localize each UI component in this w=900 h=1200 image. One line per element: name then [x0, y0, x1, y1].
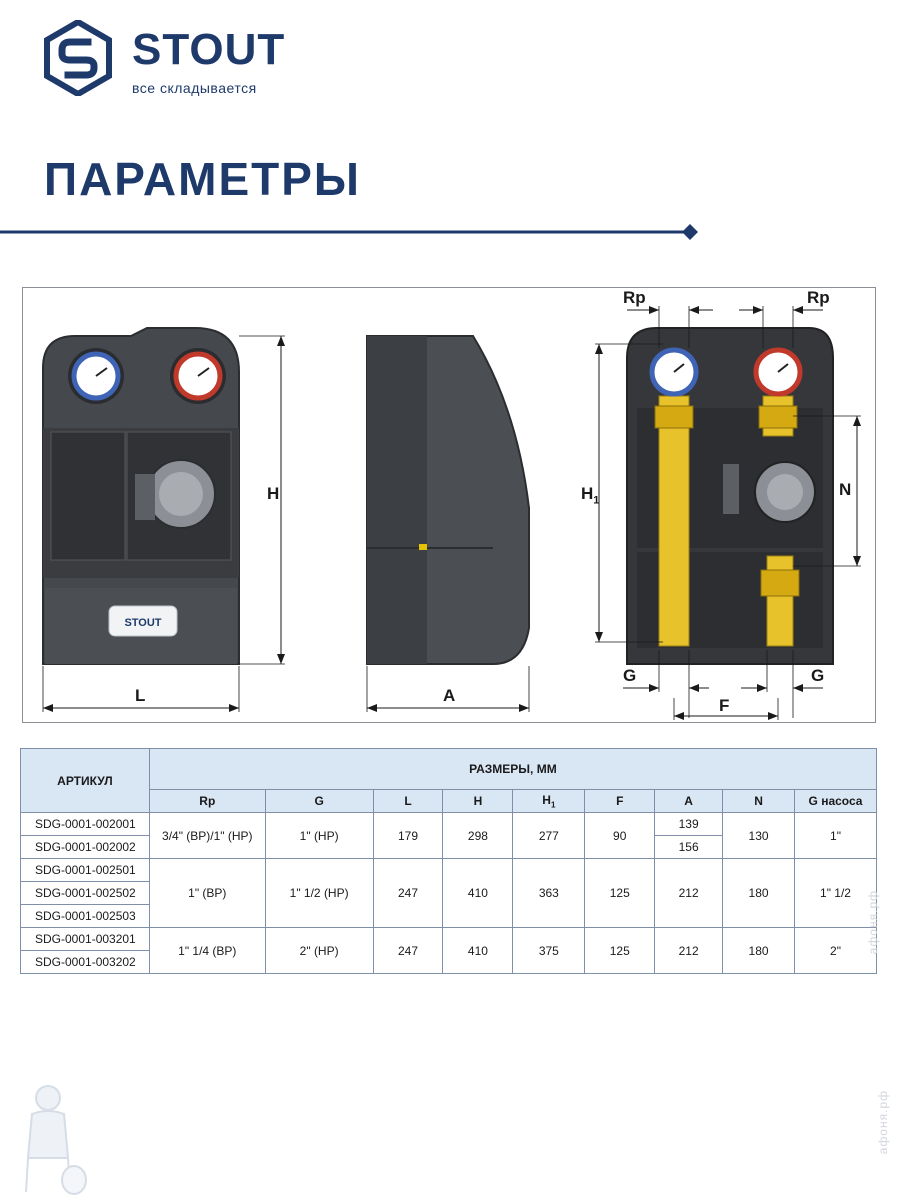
- mascot-watermark-icon: [25, 1085, 87, 1195]
- cell-a: 212: [654, 927, 724, 974]
- cell-g-pump: 2": [794, 927, 877, 974]
- drawing-canvas: STOUT: [42, 306, 861, 720]
- col-a: A: [654, 789, 724, 813]
- side-view: [366, 335, 530, 712]
- col-h1-sub: 1: [550, 800, 556, 810]
- cell-l: 179: [372, 812, 444, 859]
- table-row: SDG-0001-002503: [20, 904, 877, 928]
- dim-label-f: F: [719, 696, 730, 715]
- cell-h: 410: [442, 927, 514, 974]
- cell-rp: 1" (ВР): [148, 858, 266, 928]
- table-row: SDG-0001-002501 1" (ВР) 1" 1/2 (НР) 247 …: [20, 858, 877, 928]
- cell-g: 1" 1/2 (НР): [264, 858, 374, 928]
- cell-rp: 3/4" (ВР)/1" (НР): [148, 812, 266, 859]
- dim-label-h1-base: H: [581, 484, 594, 503]
- col-g: G: [264, 789, 374, 813]
- table-row: SDG-0001-002001 3/4" (ВР)/1" (НР) 1" (НР…: [20, 812, 877, 859]
- cell-n: 180: [722, 858, 795, 928]
- cell-h1: 375: [512, 927, 586, 974]
- dim-label-h: H: [267, 484, 280, 503]
- table-row: SDG-0001-003202: [20, 950, 877, 974]
- watermark-top: афоня.рф: [866, 890, 880, 955]
- cell-f: 125: [584, 927, 656, 974]
- front-view: STOUT: [42, 327, 285, 712]
- dim-label-h1-sub: 1: [593, 494, 600, 507]
- col-h: H: [442, 789, 514, 813]
- col-rp: Rp: [148, 789, 266, 813]
- cell-g-pump: 1" 1/2: [794, 858, 877, 928]
- article-cell: SDG-0001-002503: [20, 904, 150, 928]
- col-f: F: [584, 789, 656, 813]
- col-l: L: [372, 789, 444, 813]
- brand-name: STOUT: [132, 25, 286, 74]
- col-g-pump: G насоса: [794, 789, 877, 813]
- dim-label-g-right: G: [811, 666, 825, 685]
- table-subheader-row: Rp G L H H1 F A N G насоса: [21, 789, 877, 813]
- section-divider: [0, 224, 698, 240]
- col-article-header: АРТИКУЛ: [20, 748, 150, 813]
- cell-g: 1" (НР): [264, 812, 374, 859]
- cell-h: 410: [442, 858, 514, 928]
- dim-label-rp-right: Rp: [807, 288, 830, 307]
- watermark-bottom: афоня.рф: [876, 1090, 890, 1155]
- table-row: SDG-0001-002002 156: [20, 835, 877, 859]
- cell-g: 2" (НР): [264, 927, 374, 974]
- table-header-row: АРТИКУЛ РАЗМЕРЫ, ММ: [20, 748, 878, 813]
- cell-h: 298: [442, 812, 514, 859]
- dim-label-h1: H1: [581, 484, 599, 506]
- article-cell: SDG-0001-003201: [20, 927, 150, 951]
- cell-f: 125: [584, 858, 656, 928]
- group-header: РАЗМЕРЫ, ММ: [148, 748, 878, 790]
- cell-a: 139: [654, 812, 724, 836]
- cell-n: 130: [722, 812, 795, 859]
- dim-label-g-left: G: [623, 666, 637, 685]
- dimension-drawing: STOUT: [22, 287, 876, 723]
- stout-logo-icon: [44, 20, 112, 96]
- col-n: N: [722, 789, 795, 813]
- article-cell: SDG-0001-002001: [20, 812, 150, 836]
- cell-l: 247: [372, 927, 444, 974]
- article-cell: SDG-0001-003202: [20, 950, 150, 974]
- col-h1: H1: [512, 789, 586, 813]
- cell-n: 180: [722, 927, 795, 974]
- brand-tagline: все складывается: [132, 80, 257, 96]
- cell-l: 247: [372, 858, 444, 928]
- article-cell: SDG-0001-002502: [20, 881, 150, 905]
- dim-label-rp-left: Rp: [623, 288, 646, 307]
- section-view: [595, 306, 861, 720]
- article-cell: SDG-0001-002002: [20, 835, 150, 859]
- cell-f: 90: [584, 812, 656, 859]
- cell-h1: 363: [512, 858, 586, 928]
- col-h1-base: H: [542, 792, 551, 807]
- dim-label-n: N: [839, 480, 852, 499]
- dim-label-l: L: [135, 686, 146, 705]
- cell-rp: 1" 1/4 (ВР): [148, 927, 266, 974]
- cell-a: 212: [654, 858, 724, 928]
- table-row: SDG-0001-002502: [20, 881, 877, 905]
- article-cell: SDG-0001-002501: [20, 858, 150, 882]
- table-row: SDG-0001-003201 1" 1/4 (ВР) 2" (НР) 247 …: [20, 927, 877, 974]
- cell-g-pump: 1": [794, 812, 877, 859]
- dim-label-a: A: [443, 686, 456, 705]
- front-badge-text: STOUT: [124, 617, 161, 629]
- cell-a: 156: [654, 835, 724, 859]
- spec-table: АРТИКУЛ РАЗМЕРЫ, ММ Rp G L H H1 F A N G …: [20, 748, 878, 974]
- cell-h1: 277: [512, 812, 586, 859]
- brand-logo: STOUT все складывается: [44, 20, 304, 100]
- page-title: ПАРАМЕТРЫ: [44, 153, 361, 205]
